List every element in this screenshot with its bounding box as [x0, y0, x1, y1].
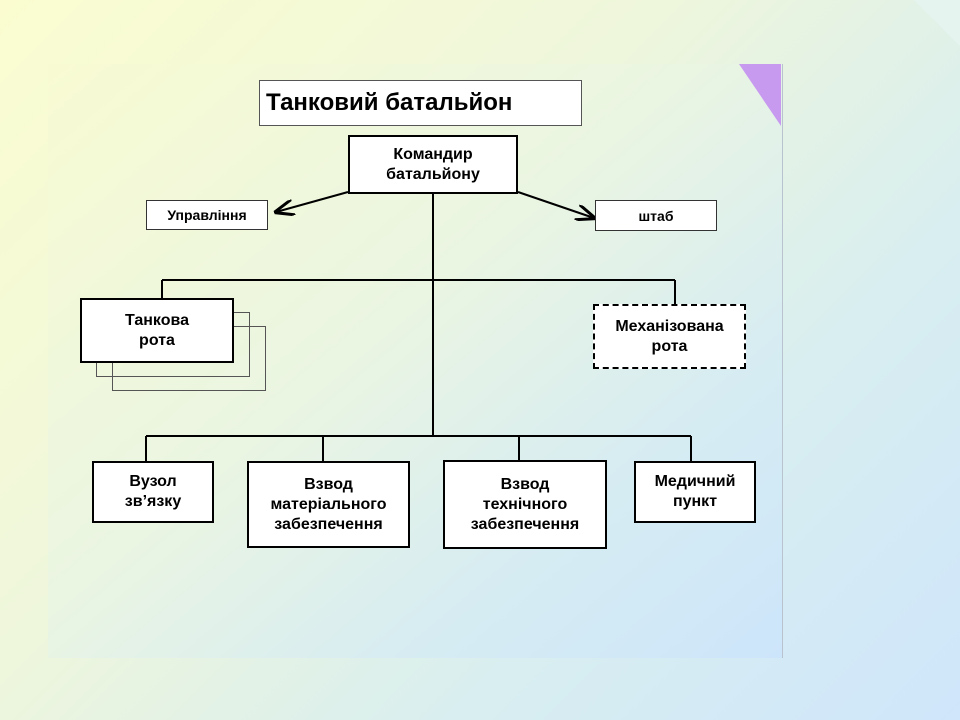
- node-medical-point: Медичний пункт: [634, 461, 756, 523]
- node-tank-company: Танкова рота: [80, 298, 234, 363]
- corner-decoration: [914, 0, 960, 46]
- node-signal-node: Вузол зв’язку: [92, 461, 214, 523]
- node-supply-platoon: Взвод матеріального забезпечення: [247, 461, 410, 548]
- arrow-to-staff: [517, 191, 594, 218]
- arrow-to-management: [276, 191, 349, 212]
- node-commander: Командир батальйону: [348, 135, 518, 194]
- chart-title: Танковий батальйон: [259, 80, 582, 126]
- node-staff: штаб: [595, 200, 717, 231]
- page-fold-corner: [739, 64, 781, 126]
- node-mech-company: Механізована рота: [593, 304, 746, 369]
- node-tech-platoon: Взвод технічного забезпечення: [443, 460, 607, 549]
- node-management: Управління: [146, 200, 268, 230]
